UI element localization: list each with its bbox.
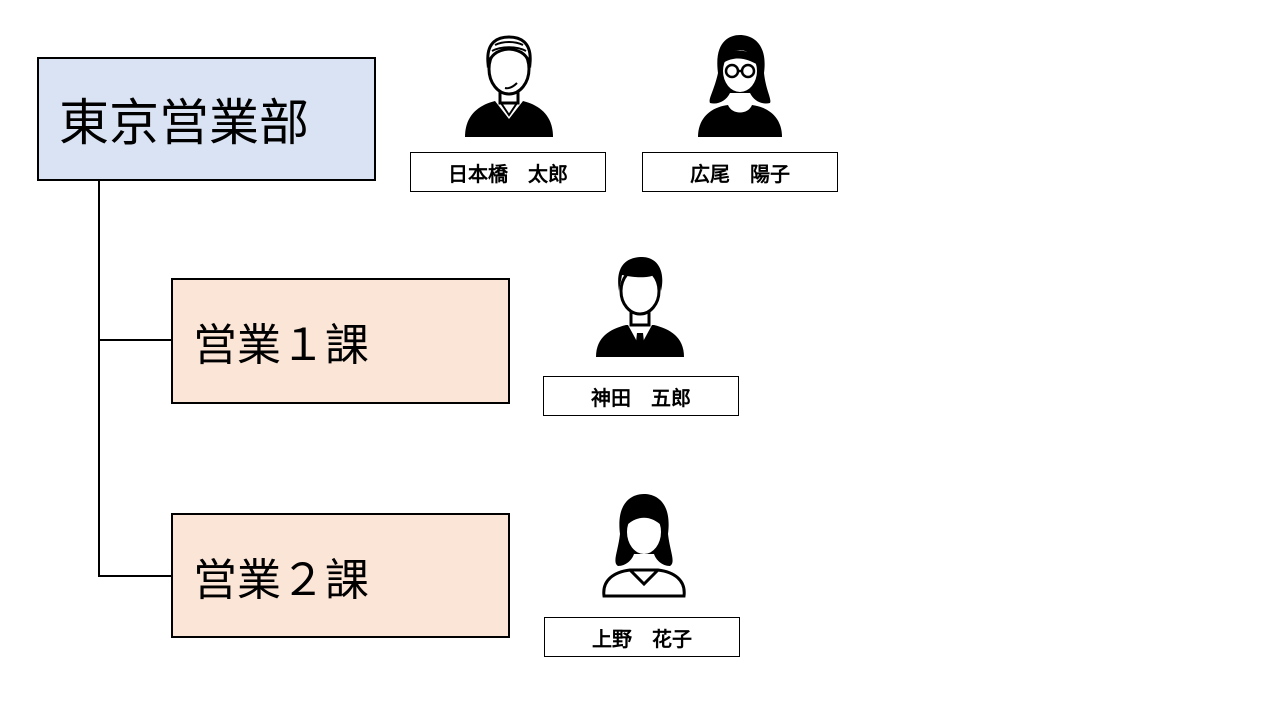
section-box-1: 営業１課 [171,278,510,404]
section-2-label: 営業２課 [193,554,369,606]
member-name: 広尾 陽子 [690,161,790,186]
member-name: 上野 花子 [592,626,692,651]
member-name: 日本橋 太郎 [448,161,568,186]
member-name-box: 上野 花子 [544,617,740,657]
member-name-box: 日本橋 太郎 [410,152,606,192]
member-name-box: 神田 五郎 [543,376,739,416]
member-name-box: 広尾 陽子 [642,152,838,192]
section-1-label: 営業１課 [193,320,369,371]
section-box-2: 営業２課 [171,513,510,638]
woman-avatar-icon [596,492,692,602]
connector-line-section-2 [98,575,172,577]
member-name: 神田 五郎 [591,385,691,410]
businessman-avatar-icon [592,255,688,365]
woman-with-glasses-avatar-icon [692,33,788,143]
department-label: 東京営業部 [59,94,309,152]
department-box: 東京営業部 [37,57,376,181]
vertical-connector-line [98,181,100,577]
connector-line-section-1 [98,339,172,341]
elderly-man-avatar-icon [461,33,557,143]
